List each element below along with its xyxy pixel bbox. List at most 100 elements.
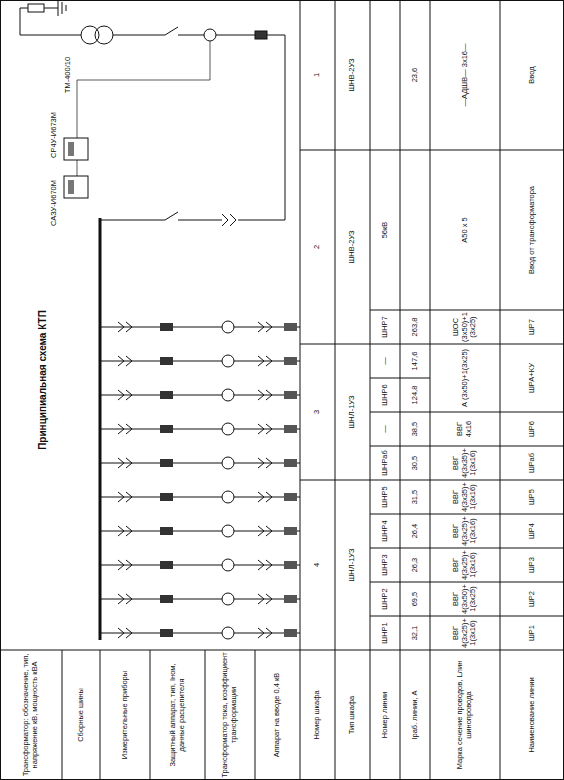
table-cell: ШНЛ-1УЗ bbox=[335, 344, 370, 480]
drawing-stroke bbox=[222, 627, 234, 639]
table-value: 31,5 bbox=[411, 490, 420, 505]
table-value: ШНР6 bbox=[381, 384, 390, 405]
drawing-stroke bbox=[370, 514, 564, 515]
table-cell: ШНР7 bbox=[370, 310, 400, 344]
row-header: Номер линии bbox=[381, 692, 390, 738]
feeder-symbol bbox=[100, 525, 300, 537]
drawing-stroke bbox=[160, 561, 173, 569]
equipment-label: ТМ-400/10 bbox=[64, 57, 73, 93]
drawing-stroke bbox=[370, 616, 564, 617]
table-value: ШР5 bbox=[528, 489, 537, 505]
table-cell: А50 х 5 bbox=[430, 150, 500, 310]
drawing-stroke bbox=[430, 0, 431, 780]
drawing-stroke bbox=[258, 424, 272, 434]
feeder-symbol bbox=[100, 389, 300, 401]
feeder-symbol bbox=[100, 559, 300, 571]
table-value: ВВГ 4(3х35)+1(3х16) bbox=[452, 447, 478, 479]
drawing-stroke bbox=[370, 412, 564, 413]
row-header: Iраб. линии, А bbox=[411, 690, 420, 739]
feeder-symbol bbox=[100, 423, 300, 435]
table-cell: — bbox=[370, 412, 400, 446]
drawing-stroke bbox=[160, 391, 173, 399]
table-cell: 30,5 bbox=[400, 446, 430, 480]
table-cell: ШРаб bbox=[500, 446, 564, 480]
table-cell: ВВГ 4(3х25)+1(3х16) bbox=[430, 514, 500, 548]
table-cell: ШР5 bbox=[500, 480, 564, 514]
table-cell: ШНЛ-1УЗ bbox=[335, 480, 370, 650]
drawing-stroke bbox=[370, 582, 564, 583]
drawing-stroke bbox=[284, 595, 297, 603]
table-cell: САЗУ-И670М bbox=[48, 170, 61, 236]
table-value: 26,3 bbox=[411, 558, 420, 573]
table-cell: Аппарат на вводе 0,4 кВ bbox=[255, 650, 300, 780]
table-cell: Защитный аппарат, тип, Iном, данные расц… bbox=[150, 650, 205, 780]
table-cell: ВВГ 4(3х50)+1(3х25) bbox=[430, 582, 500, 616]
equipment-label: САЗУ-И670М bbox=[50, 180, 59, 226]
drawing-stroke bbox=[118, 356, 132, 366]
drawing-stroke bbox=[300, 150, 564, 151]
table-cell: СР4У-И673М bbox=[48, 102, 61, 168]
table-cell: 3 bbox=[300, 344, 335, 480]
drawing-stroke bbox=[222, 593, 234, 605]
table-value: 147,6 bbox=[411, 352, 420, 371]
table-value: ШНР2 bbox=[381, 588, 390, 609]
table-value: — bbox=[381, 425, 390, 433]
drawing-stroke bbox=[62, 650, 63, 780]
table-cell: Номер шкафа bbox=[300, 650, 335, 780]
drawing-stroke bbox=[258, 526, 272, 536]
table-cell: ШНРаб bbox=[370, 446, 400, 480]
drawing-stroke bbox=[300, 0, 301, 780]
table-cell: Ввод bbox=[500, 0, 564, 150]
drawing-stroke bbox=[205, 650, 206, 780]
table-value: ВВГ 4(3х35)+1(3х16) bbox=[452, 481, 478, 513]
drawing-stroke bbox=[284, 425, 297, 433]
drawing-stroke bbox=[160, 527, 173, 535]
table-cell: 4 bbox=[300, 480, 335, 650]
drawing-stroke bbox=[370, 310, 564, 311]
table-value: 56кВ bbox=[381, 222, 390, 239]
table-cell: ШРА+КУ bbox=[500, 344, 564, 412]
table-value: ШР4 bbox=[528, 523, 537, 539]
drawing-stroke bbox=[160, 595, 173, 603]
table-value: ШР3 bbox=[528, 557, 537, 573]
table-cell: 2 bbox=[300, 150, 335, 344]
table-value: 263,8 bbox=[411, 318, 420, 337]
table-cell: Наименование линии bbox=[500, 650, 564, 780]
drawing-stroke bbox=[222, 355, 234, 367]
drawing-stroke bbox=[255, 650, 256, 780]
table-cell: Измерительные приборы bbox=[100, 650, 150, 780]
table-cell: 31,5 bbox=[400, 480, 430, 514]
drawing-stroke bbox=[28, 4, 44, 12]
table-cell: 23,6 bbox=[400, 0, 430, 150]
table-cell: 56кВ bbox=[370, 150, 400, 310]
table-value: 30,5 bbox=[411, 456, 420, 471]
table-cell: 26,3 bbox=[400, 548, 430, 582]
row-header: Сборные шины bbox=[77, 688, 86, 742]
drawing-stroke bbox=[100, 35, 285, 220]
table-value: ШНР1 bbox=[381, 622, 390, 643]
table-cell: ШНР6 bbox=[370, 378, 400, 412]
drawing-stroke bbox=[400, 0, 401, 780]
table-cell: Номер линии bbox=[370, 650, 400, 780]
table-cell: 1 bbox=[300, 0, 335, 150]
table-cell: ВВГ 4(3х35)+1(3х16) bbox=[430, 480, 500, 514]
drawing-stroke bbox=[258, 356, 272, 366]
equipment-label: СР4У-И673М bbox=[50, 112, 59, 158]
table-value: ШНР5 bbox=[381, 486, 390, 507]
drawing-stroke bbox=[100, 395, 300, 396]
drawing-stroke bbox=[118, 526, 132, 536]
table-value: ШНРаб bbox=[381, 450, 390, 476]
feeder-symbol bbox=[100, 627, 300, 639]
table-value: 2 bbox=[313, 245, 322, 249]
table-cell: ШОС (3х50)+1(3х25) bbox=[430, 310, 500, 344]
row-header: Наименование линии bbox=[528, 677, 537, 752]
drawing-stroke bbox=[118, 322, 132, 332]
drawing-stroke bbox=[222, 525, 234, 537]
table-cell: 38,5 bbox=[400, 412, 430, 446]
table-cell: ШНР2 bbox=[370, 582, 400, 616]
table-value: ШНЛ-1УЗ bbox=[348, 396, 357, 429]
